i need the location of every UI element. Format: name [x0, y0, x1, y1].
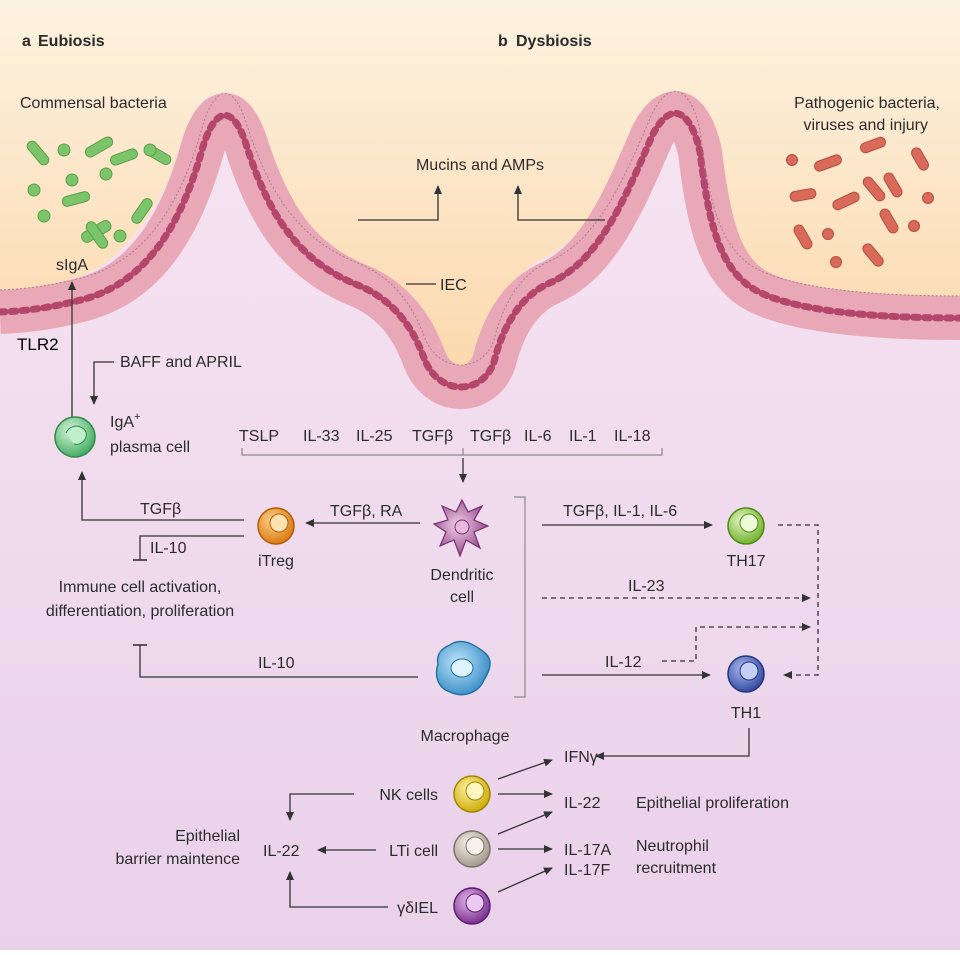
lumen-area	[0, 0, 960, 370]
lti-to-il22-arrow	[497, 811, 553, 835]
il17f-label: IL-17F	[564, 862, 610, 879]
gd-iel-label: γδIEL	[397, 900, 438, 917]
apc-bracket	[514, 496, 526, 698]
cytokines-left: TSLP IL-33 IL-25 TGFβ	[239, 428, 453, 445]
microvilli	[0, 90, 960, 366]
macrophage-cell	[435, 640, 491, 696]
pathogenic-label-1: Pathogenic bacteria,	[794, 95, 940, 112]
nk-to-ifng-arrow	[497, 758, 553, 780]
panel-b-letter: b	[498, 33, 508, 50]
il23-label: IL-23	[628, 578, 665, 595]
cytokine-tgfb-left: TGFβ	[412, 428, 453, 445]
nk-cell	[453, 775, 491, 813]
cytokine-il6: IL-6	[524, 428, 552, 445]
il12-label: IL-12	[605, 654, 642, 671]
baff-arrow	[90, 361, 114, 405]
dendritic-label-1: Dendritic	[430, 567, 493, 584]
immune-label-1: Immune cell activation,	[59, 579, 222, 596]
commensal-label: Commensal bacteria	[20, 95, 167, 112]
il10-bottom-label: IL-10	[258, 655, 295, 672]
cytokine-tgfb-right: TGFβ	[470, 428, 511, 445]
dendritic-cell	[432, 498, 490, 558]
itreg-label: iTreg	[258, 553, 294, 570]
epithelial-proliferation-label: Epithelial proliferation	[636, 795, 789, 812]
th17-to-th1-dashed	[778, 524, 819, 679]
macrophage-il10-inhibit	[133, 644, 418, 678]
il22-left-label: IL-22	[263, 843, 300, 860]
gd-to-il17f-arrow	[497, 867, 553, 893]
cytokine-tslp: TSLP	[239, 428, 279, 445]
il17a-label: IL-17A	[564, 842, 611, 859]
lti-cell	[453, 830, 491, 868]
iga-plasma-cell	[54, 416, 96, 458]
neutrophil-label-2: recruitment	[636, 860, 717, 877]
cell-nuclei	[0, 109, 960, 391]
mucins-label: Mucins and AMPs	[416, 157, 544, 174]
mucins-arrow-right	[514, 185, 605, 221]
il10-top-label: IL-10	[150, 540, 187, 557]
dendritic-label-2: cell	[450, 589, 474, 606]
il22-mid-label: IL-22	[564, 795, 601, 812]
th17-label: TH17	[726, 553, 765, 570]
baff-april-label: BAFF and APRIL	[120, 354, 242, 371]
epithelial-barrier-label-1: Epithelial	[175, 828, 240, 845]
panel-a-title: Eubiosis	[38, 33, 105, 50]
commensal-bacteria	[26, 136, 172, 249]
macrophage-label: Macrophage	[421, 728, 510, 745]
mucins-arrow-left	[358, 185, 442, 221]
panel-b-title: Dysbiosis	[516, 33, 592, 50]
tlr2-label: TLR2	[17, 335, 59, 354]
gd-iel-cell	[453, 887, 491, 925]
nk-label: NK cells	[379, 787, 438, 804]
cytokines-right: TGFβ IL-6 IL-1 IL-18	[470, 428, 651, 445]
cytokine-il1: IL-1	[569, 428, 597, 445]
ifng-label: IFNγ	[564, 749, 598, 766]
tgfb-ra-label: TGFβ, RA	[330, 503, 403, 520]
th17-cell	[727, 507, 765, 545]
cytokine-bracket	[241, 448, 663, 456]
iga-label: IgA+	[110, 411, 140, 431]
tgfb-label: TGFβ	[140, 501, 181, 518]
neutrophil-label-1: Neutrophil	[636, 838, 709, 855]
pathogenic-label-2: viruses and injury	[804, 117, 929, 134]
iec-label: IEC	[440, 277, 467, 294]
itreg-cell	[257, 507, 295, 545]
lti-label: LTi cell	[389, 843, 438, 860]
th1-cell	[727, 655, 765, 693]
cytokine-il18: IL-18	[614, 428, 651, 445]
gd-to-il22-left-arrow	[286, 871, 388, 908]
pathogenic-bacteria	[786, 136, 934, 268]
siga-label: sIgA	[56, 257, 88, 274]
itreg-il10-inhibit	[133, 535, 244, 561]
th17-signal-label: TGFβ, IL-1, IL-6	[563, 503, 677, 520]
plasma-cell-label: plasma cell	[110, 439, 190, 456]
itreg-to-plasma-arrow	[78, 471, 244, 521]
nk-to-il22-left-arrow	[286, 793, 354, 821]
th1-label: TH1	[731, 705, 761, 722]
panel-a-letter: a	[22, 33, 31, 50]
immune-label-2: differentiation, proliferation	[46, 603, 234, 620]
cytokine-il33: IL-33	[303, 428, 340, 445]
cytokine-il25: IL-25	[356, 428, 393, 445]
epithelial-barrier-label-2: barrier maintence	[116, 851, 241, 868]
th1-to-ifng-arrow	[595, 728, 750, 760]
